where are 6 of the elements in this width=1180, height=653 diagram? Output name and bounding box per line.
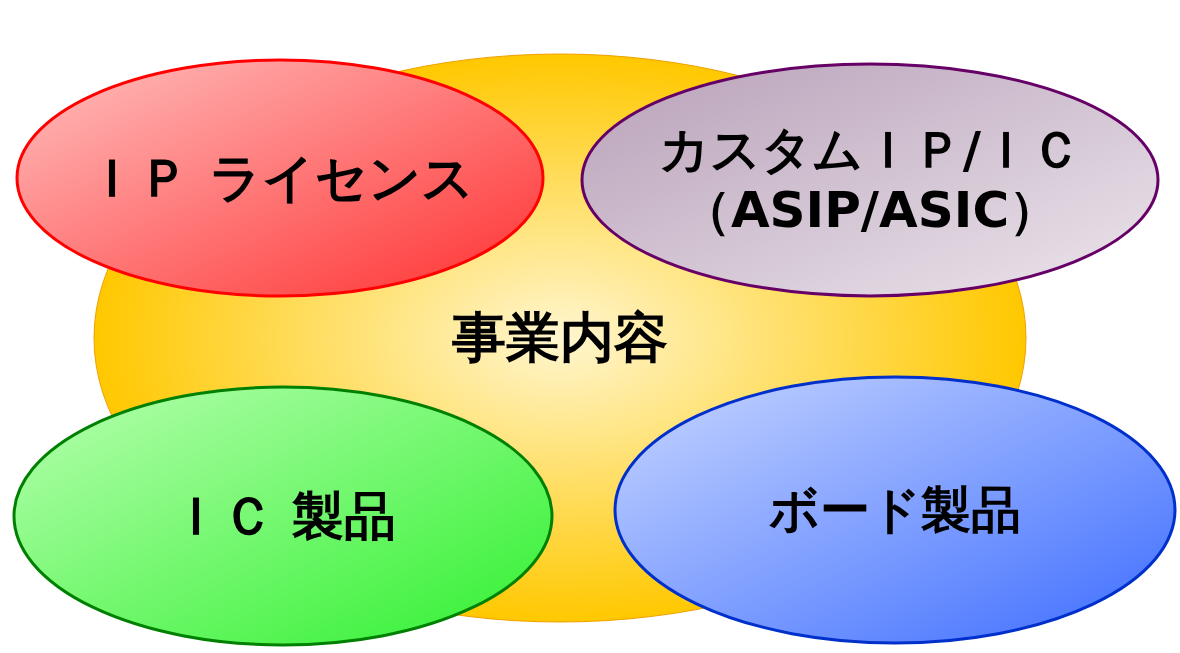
ellipse-label: ＩＣ 製品 — [169, 484, 397, 548]
ellipse-label: ボード製品 — [769, 480, 1021, 540]
ellipse-label: ＩＰ ライセンス — [86, 146, 474, 210]
ellipse-label: 事業内容 — [452, 305, 668, 371]
ellipse-label: （ASIP/ASIC） — [680, 180, 1060, 240]
ellipse-label: カスタムＩＰ/ＩＣ — [658, 120, 1082, 180]
